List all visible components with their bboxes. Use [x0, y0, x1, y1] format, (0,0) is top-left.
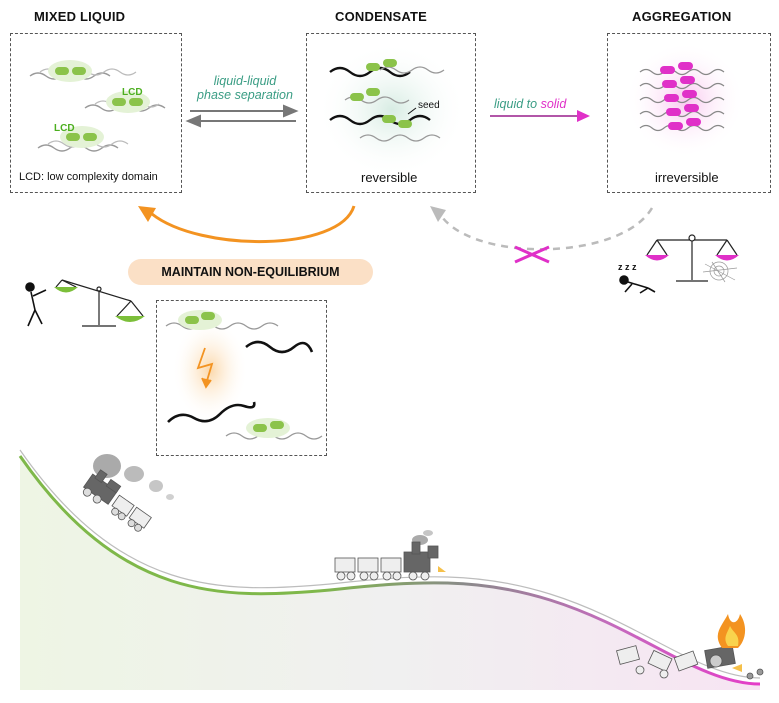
condensate-box: [306, 33, 476, 193]
lcd-label-2: LCD: [54, 123, 75, 134]
liquid-to-text: liquid to: [494, 97, 538, 111]
llps-line-1: liquid-liquid: [213, 74, 277, 88]
train-icon: [82, 454, 174, 532]
aggregation-box: [607, 33, 771, 193]
reversible-caption: reversible: [361, 170, 418, 185]
aggregation-molecules: [639, 62, 725, 132]
mixed-liquid-box: [10, 33, 182, 193]
maintain-non-equilibrium-badge: MAINTAIN NON-EQUILIBRIUM: [128, 259, 373, 285]
liquid-to-solid-label: liquid to solid: [494, 97, 566, 111]
zzz-label: z z z: [618, 262, 637, 272]
double-arrow: [185, 104, 299, 128]
cross-mark-icon: [514, 245, 550, 264]
non-equilibrium-box: [156, 300, 327, 456]
llps-line-2: phase separation: [197, 88, 293, 102]
orange-return-arrow: [151, 205, 356, 243]
liquid-to-solid-arrow: [490, 110, 590, 122]
heading-aggregation: AGGREGATION: [632, 9, 732, 24]
balance-scale-icon: [55, 279, 144, 327]
lcd-label-1: LCD: [122, 87, 143, 98]
spider-web-icon: [702, 261, 738, 283]
heading-mixed-liquid: MIXED LIQUID: [34, 9, 126, 24]
irreversible-caption: irreversible: [655, 170, 719, 185]
heading-condensate: CONDENSATE: [335, 9, 428, 24]
mixed-molecule-1: [29, 60, 137, 82]
blocked-return-arrow: [438, 207, 654, 251]
seed-label: seed: [418, 100, 440, 111]
condensate-molecules: [329, 59, 445, 142]
stick-figure-icon: [25, 282, 47, 327]
wreck-train-icon: [616, 645, 764, 680]
mixed-molecule-3: [37, 126, 129, 152]
balance-scale-right-icon: [646, 234, 738, 282]
lightning-icon: [196, 347, 214, 389]
sleeping-figure-icon: [619, 275, 656, 294]
mixed-molecule-2: [84, 91, 166, 113]
energy-landscape-curve: [18, 455, 761, 686]
train-middle-icon: [334, 530, 446, 581]
llps-label: liquid-liquid phase separation: [190, 74, 300, 102]
solid-text: solid: [540, 97, 567, 111]
energy-landscape-fill: [20, 456, 760, 690]
lcd-legend: LCD: low complexity domain: [19, 171, 158, 183]
fire-icon: [717, 614, 746, 648]
